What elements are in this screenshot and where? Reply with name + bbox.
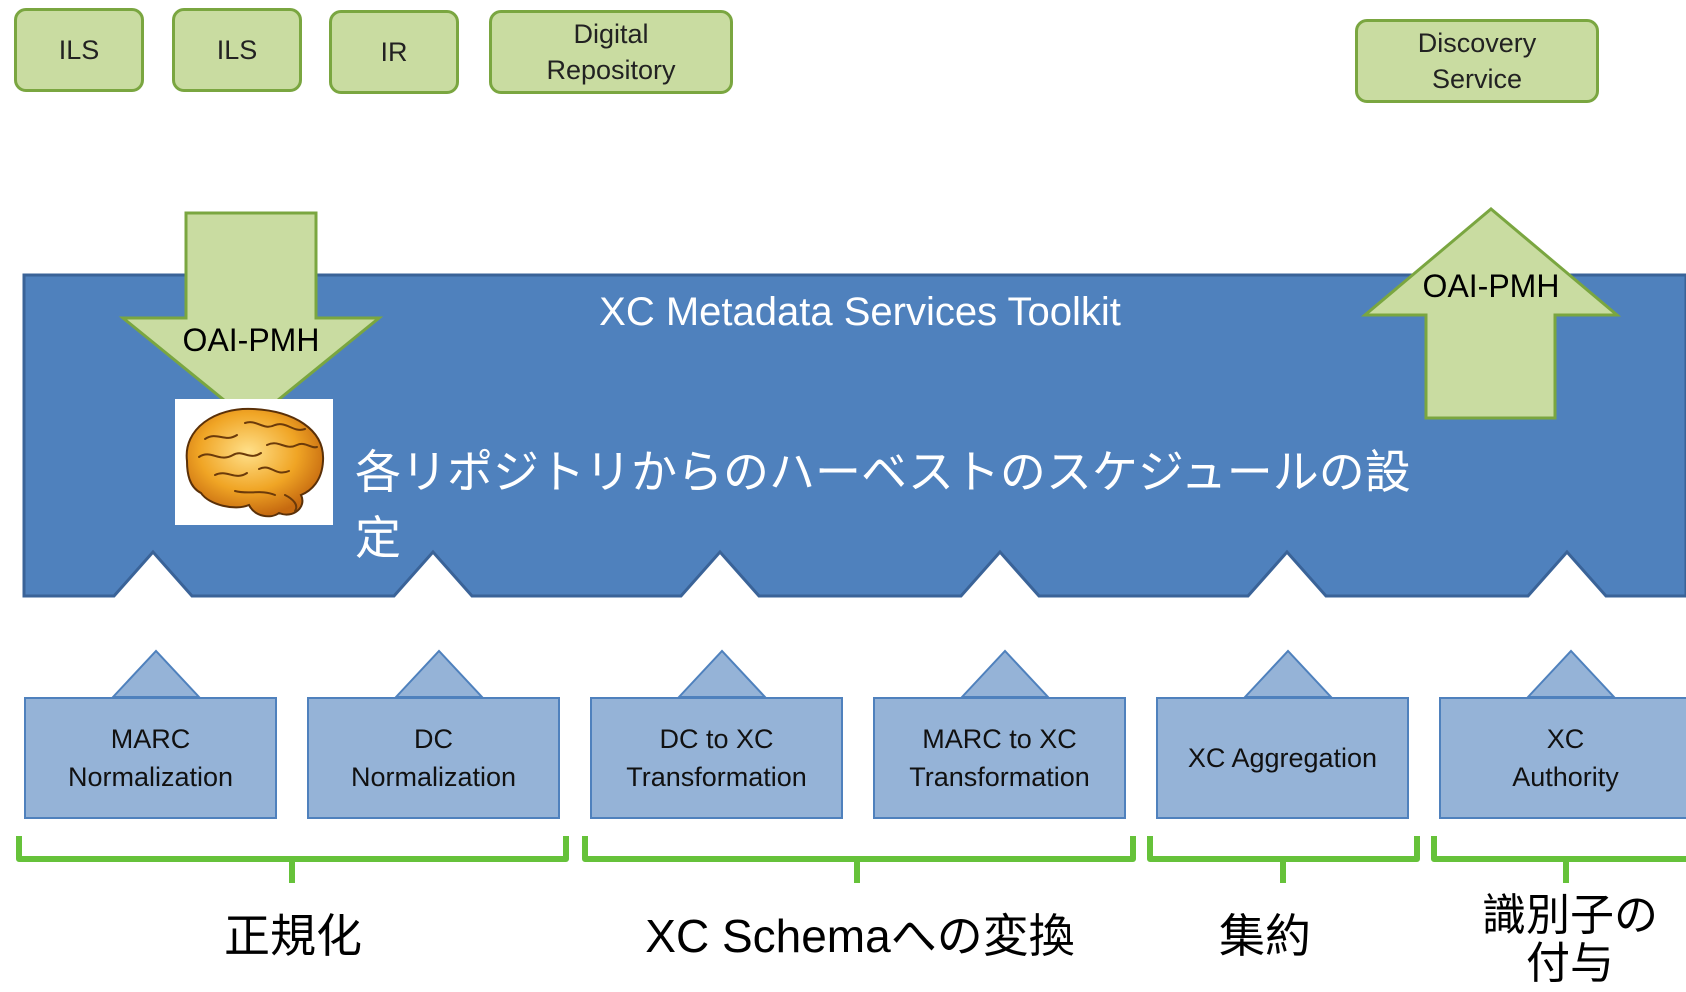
service-pointer <box>1242 649 1334 698</box>
service-dc-to-xc: DC to XC Transformation <box>590 697 843 819</box>
category-identifier: 識別子の 付与 <box>1482 891 1658 988</box>
source-label: Digital Repository <box>546 19 676 85</box>
service-label: XC Aggregation <box>1187 743 1378 773</box>
oai-pmh-out-arrow <box>1360 207 1622 420</box>
source-label: ILS <box>58 35 100 65</box>
source-box-ils-1: ILS <box>14 8 144 92</box>
service-pointer <box>959 649 1051 698</box>
discovery-service-box: Discovery Service <box>1355 19 1599 103</box>
brain-icon <box>175 399 333 525</box>
service-label: XC Authority <box>1512 724 1619 792</box>
category-xc-schema: XC Schemaへの変換 <box>645 910 1075 962</box>
category-normalization: 正規化 <box>224 910 362 962</box>
service-marc-normalization: MARC Normalization <box>24 697 277 819</box>
service-label: DC Normalization <box>350 724 517 792</box>
oai-pmh-in-label: OAI-PMH <box>182 322 320 358</box>
bracket-authority <box>1431 836 1686 883</box>
service-pointer <box>110 649 202 698</box>
toolkit-title: XC Metadata Services Toolkit <box>599 290 1121 334</box>
service-xc-aggregation: XC Aggregation <box>1156 697 1409 819</box>
toolkit-banner <box>22 273 1686 598</box>
bracket-normalization <box>16 836 569 883</box>
category-aggregation: 集約 <box>1219 910 1311 962</box>
source-box-ils-2: ILS <box>172 8 302 92</box>
source-box-ir: IR <box>329 10 459 94</box>
bracket-transformation <box>582 836 1136 883</box>
service-marc-to-xc: MARC to XC Transformation <box>873 697 1126 819</box>
source-box-digital-repository: Digital Repository <box>489 10 733 94</box>
oai-pmh-in-arrow <box>118 211 384 424</box>
source-label: ILS <box>216 35 258 65</box>
service-pointer <box>393 649 485 698</box>
service-label: MARC Normalization <box>67 724 234 792</box>
oai-pmh-out-label: OAI-PMH <box>1422 268 1560 304</box>
schedule-text: 各リポジトリからのハーベストのスケジュールの設定 <box>355 446 1411 564</box>
bracket-aggregation <box>1147 836 1420 883</box>
service-dc-normalization: DC Normalization <box>307 697 560 819</box>
service-label: DC to XC Transformation <box>626 724 807 792</box>
service-xc-authority: XC Authority <box>1439 697 1686 819</box>
discovery-label: Discovery Service <box>1417 28 1537 94</box>
service-pointer <box>676 649 768 698</box>
source-label: IR <box>380 37 408 67</box>
service-label: MARC to XC Transformation <box>909 724 1090 792</box>
service-pointer <box>1525 649 1617 698</box>
